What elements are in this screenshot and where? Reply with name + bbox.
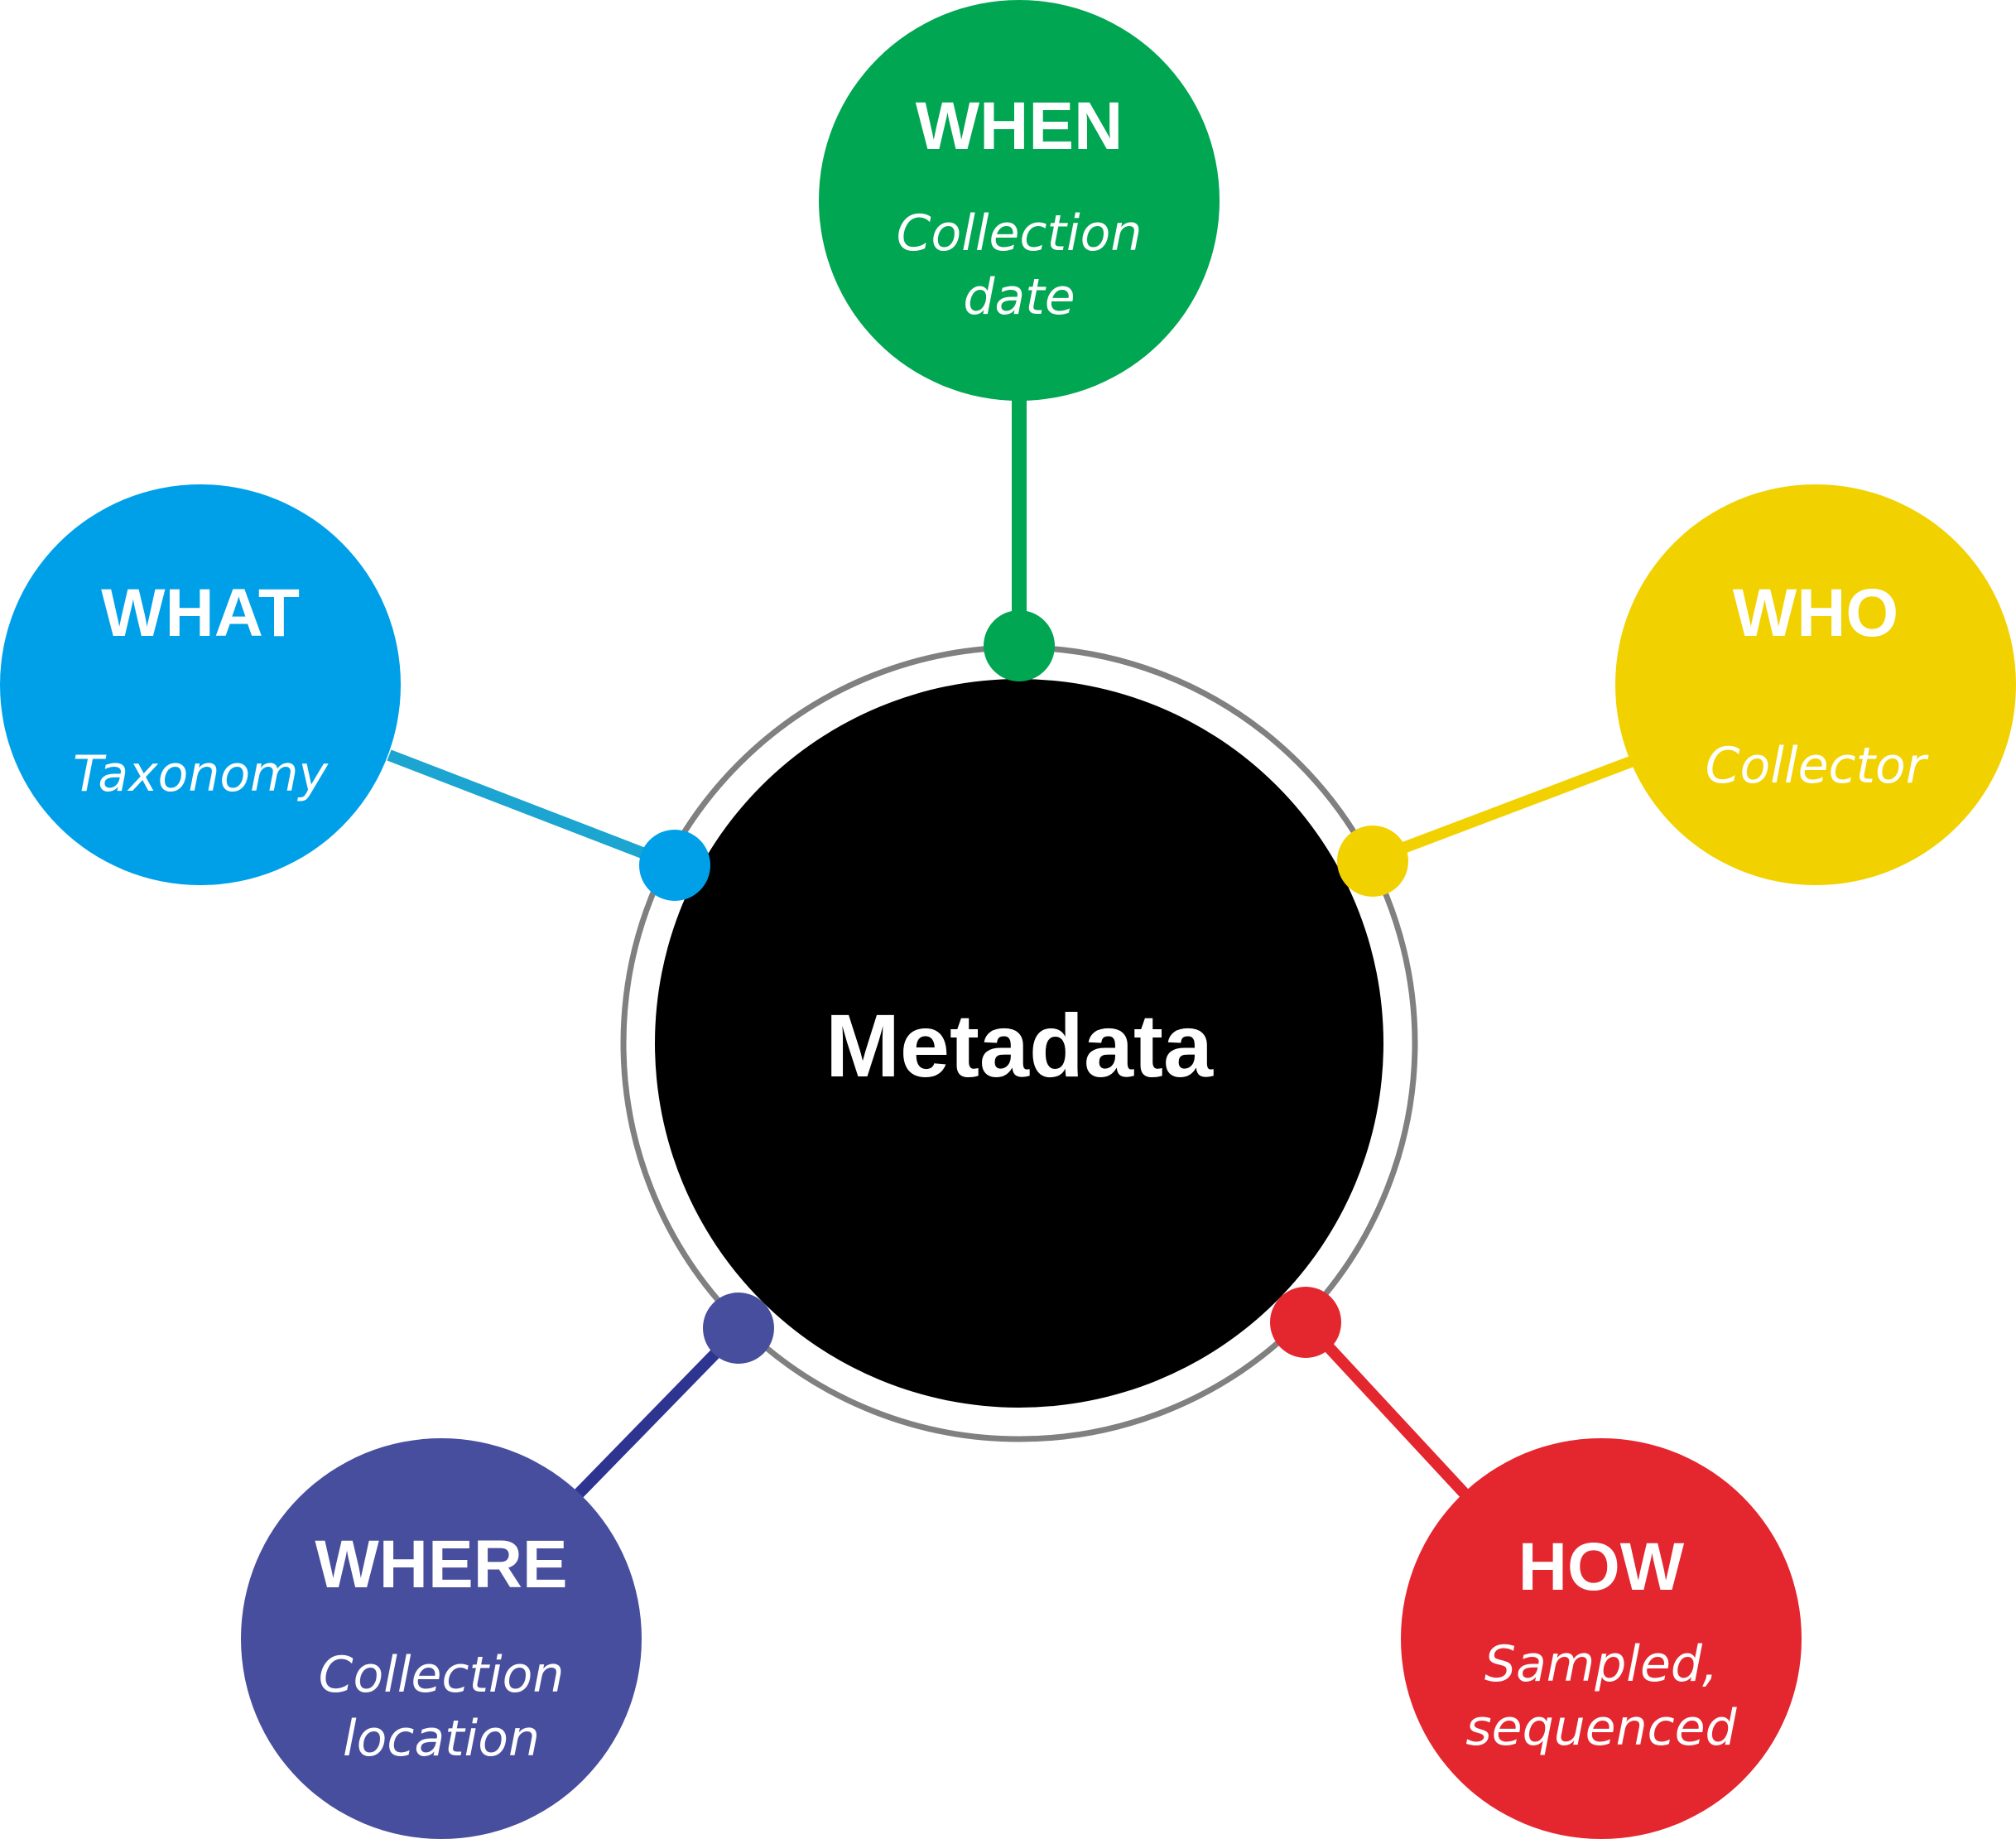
- node-when-subtitle-line-1: Collection: [897, 205, 1143, 262]
- dot-what: [639, 830, 710, 901]
- node-who-title: WHO: [1733, 575, 1898, 651]
- connector-lines: [387, 399, 1638, 1501]
- node-where-subtitle-line-2: location: [343, 1710, 540, 1768]
- connector-how: [1301, 1318, 1470, 1499]
- node-how-subtitle-line-2: sequenced: [1465, 1699, 1737, 1757]
- dot-how: [1270, 1287, 1341, 1358]
- node-what-title: WHAT: [101, 575, 300, 651]
- node-who-subtitle-line-1: Collector: [1706, 737, 1929, 795]
- connector-where: [570, 1326, 743, 1501]
- node-what-circle: [0, 484, 401, 885]
- dot-who: [1337, 826, 1408, 897]
- node-when-circle: [819, 0, 1220, 401]
- node-how-circle: [1401, 1438, 1802, 1839]
- node-how: HOW Sampled, sequenced: [1401, 1438, 1802, 1839]
- node-where: WHERE Collection location: [241, 1438, 642, 1839]
- connector-what: [387, 749, 677, 871]
- node-when: WHEN Collection date: [819, 0, 1220, 401]
- node-where-subtitle-line-1: Collection: [319, 1646, 565, 1704]
- node-who-circle: [1615, 484, 2016, 885]
- node-what: WHAT Taxonomy: [0, 484, 401, 885]
- node-who: WHO Collector: [1615, 484, 2016, 885]
- node-where-circle: [241, 1438, 642, 1839]
- dot-where: [703, 1293, 774, 1364]
- node-when-title: WHEN: [916, 89, 1123, 164]
- node-what-subtitle-line-1: Taxonomy: [73, 745, 330, 803]
- connection-dots: [639, 610, 1408, 1364]
- dot-when: [984, 610, 1055, 681]
- node-how-title: HOW: [1518, 1529, 1685, 1605]
- center-label: Metadata: [825, 995, 1214, 1095]
- center-circle: [655, 679, 1383, 1408]
- node-when-subtitle-line-2: date: [963, 268, 1075, 326]
- node-where-title: WHERE: [315, 1527, 567, 1602]
- node-how-subtitle-line-1: Sampled,: [1484, 1635, 1718, 1693]
- connector-who: [1370, 754, 1638, 865]
